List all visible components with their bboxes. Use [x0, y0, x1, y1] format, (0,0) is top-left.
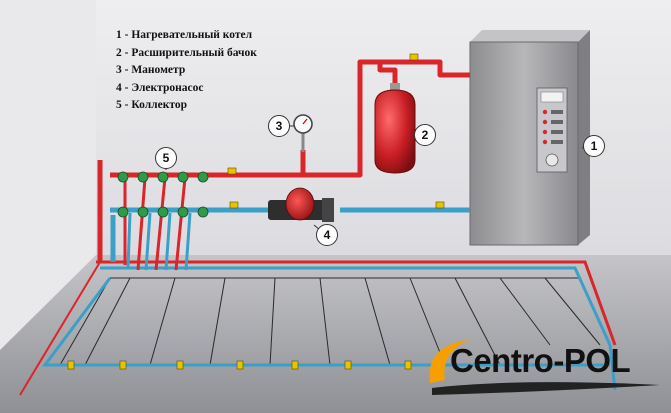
- legend-item-manometer: 3 - Манометр: [116, 64, 186, 76]
- electric-pump: [268, 187, 334, 222]
- floor-supply-pipe: [96, 260, 617, 346]
- wall-left: [0, 0, 96, 350]
- underfloor-loop-grid: [59, 277, 601, 366]
- callout-collector: 5: [155, 147, 177, 169]
- legend-item-expansion-tank: 2 - Расширительный бачок: [116, 46, 257, 59]
- floor-supply-left: [19, 261, 101, 396]
- floor: [0, 255, 671, 413]
- logo-mark: [429, 340, 660, 395]
- legend-item-collector: 5 - Коллектор: [116, 99, 187, 111]
- supply-pipes: [97, 59, 470, 262]
- callout-boiler: 1: [583, 135, 605, 157]
- collector-drops: [123, 177, 192, 271]
- valves: [227, 53, 445, 209]
- callout-manometer: 3: [268, 115, 290, 137]
- expansion-tank: [374, 83, 416, 174]
- callout-expansion-tank: 2: [414, 124, 436, 146]
- collector-fittings: [117, 171, 209, 218]
- manometer: [293, 114, 313, 152]
- callout-pump: 4: [316, 224, 338, 246]
- legend-item-boiler: 1 - Нагревательный котел: [116, 29, 253, 41]
- floor-return-pipe: [100, 266, 617, 391]
- boiler: [469, 30, 590, 246]
- brand-logo-text: Centro-POL: [450, 342, 631, 379]
- floor-valves: [67, 360, 412, 370]
- legend: 1 - Нагревательный котел 2 - Расширитель…: [116, 27, 257, 115]
- floor-return-left: [42, 277, 610, 367]
- legend-item-pump: 4 - Электронасос: [116, 81, 204, 94]
